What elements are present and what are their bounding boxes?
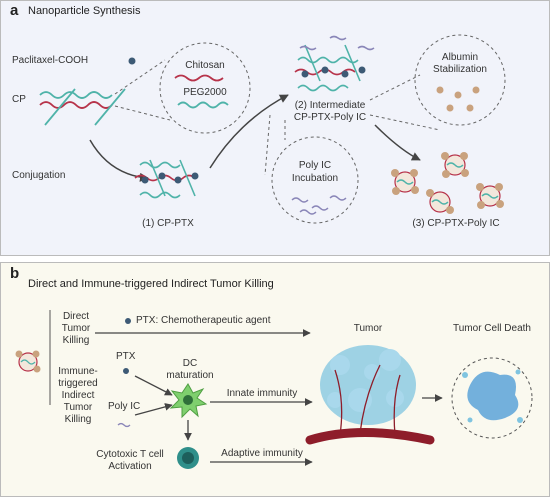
ptx-label: PTX: [116, 351, 136, 362]
panel-b-title: Direct and Immune-triggered Indirect Tum…: [28, 278, 274, 290]
panel-b-letter: b: [10, 265, 20, 282]
polyic-label-line2: Incubation: [291, 173, 339, 184]
dc-label-line2: maturation: [166, 370, 214, 381]
albumin-zoom-circle: [414, 34, 506, 126]
immune-label-line4: Tumor: [63, 402, 93, 413]
conjugation-label: Conjugation: [12, 170, 66, 181]
direct-label-line1: Direct: [62, 311, 90, 322]
step3-label: (3) CP-PTX-Poly IC: [412, 218, 500, 229]
adaptive-label: Adaptive immunity: [221, 448, 303, 459]
paclitaxel-label: Paclitaxel-COOH: [12, 55, 89, 66]
polyic-zoom-circle: [271, 136, 359, 224]
poly-ic-label: Poly IC: [108, 401, 141, 412]
albumin-label-line2: Stabilization: [433, 64, 487, 75]
direct-label-line2: Tumor: [61, 323, 91, 334]
intermediate-icon: [294, 35, 375, 92]
tumor-label: Tumor: [353, 323, 383, 334]
tumor-death-circle: [451, 357, 533, 439]
albumin-label-line1: Albumin: [441, 52, 479, 63]
immune-label-line3: Indirect: [61, 390, 95, 401]
step1-label: (1) CP-PTX: [142, 218, 194, 229]
paclitaxel-dot: [128, 57, 136, 65]
polyic-icon-b: [117, 422, 131, 428]
albumin-dots-icon: [436, 86, 480, 112]
step2-label-line2: CP-PTX-Poly IC: [293, 112, 367, 123]
chitosan-label: Chitosan: [185, 60, 225, 71]
peg-label: PEG2000: [183, 87, 227, 98]
final-nanoparticles-icon: [391, 152, 504, 214]
chitosan-strand-icon: [174, 74, 224, 82]
tumor-death-label: Tumor Cell Death: [453, 323, 531, 334]
panel-b: [0, 262, 550, 497]
ptx-dots-icon: [141, 172, 199, 184]
ptx-agent-label: PTX: Chemotherapeutic agent: [136, 315, 271, 326]
direct-label-line3: Killing: [62, 335, 90, 346]
dc-cell-icon: [169, 383, 208, 419]
cp-zoom-circle: [159, 42, 251, 134]
cp-label: CP: [12, 94, 26, 105]
immune-label-line2: triggered: [58, 378, 98, 389]
polyic-label-line1: Poly IC: [298, 160, 332, 171]
step2-label-line1: (2) Intermediate: [294, 100, 366, 111]
t-cell-icon: [177, 447, 199, 469]
peg-strand-icon: [177, 101, 229, 109]
cytotoxic-label-line1: Cytotoxic T cell: [96, 449, 164, 460]
nanoparticle-small-icon: [15, 350, 41, 373]
cytotoxic-label-line2: Activation: [108, 461, 152, 472]
polyic-strands-icon: [291, 195, 347, 215]
immune-label-line1: Immune-: [58, 366, 98, 377]
dc-label-line1: DC: [182, 358, 198, 369]
ptx-dot-direct: [125, 318, 131, 324]
panel-a-title: Nanoparticle Synthesis: [28, 5, 141, 17]
dying-cell-icon: [467, 371, 519, 421]
cp-polymer-icon: [39, 88, 126, 126]
ptx-dot: [123, 368, 129, 374]
innate-label: Innate immunity: [226, 388, 298, 399]
immune-label-line5: Killing: [64, 414, 92, 425]
tumor-icon: [305, 345, 435, 445]
panel-a: [0, 0, 550, 256]
panel-a-letter: a: [10, 2, 19, 19]
